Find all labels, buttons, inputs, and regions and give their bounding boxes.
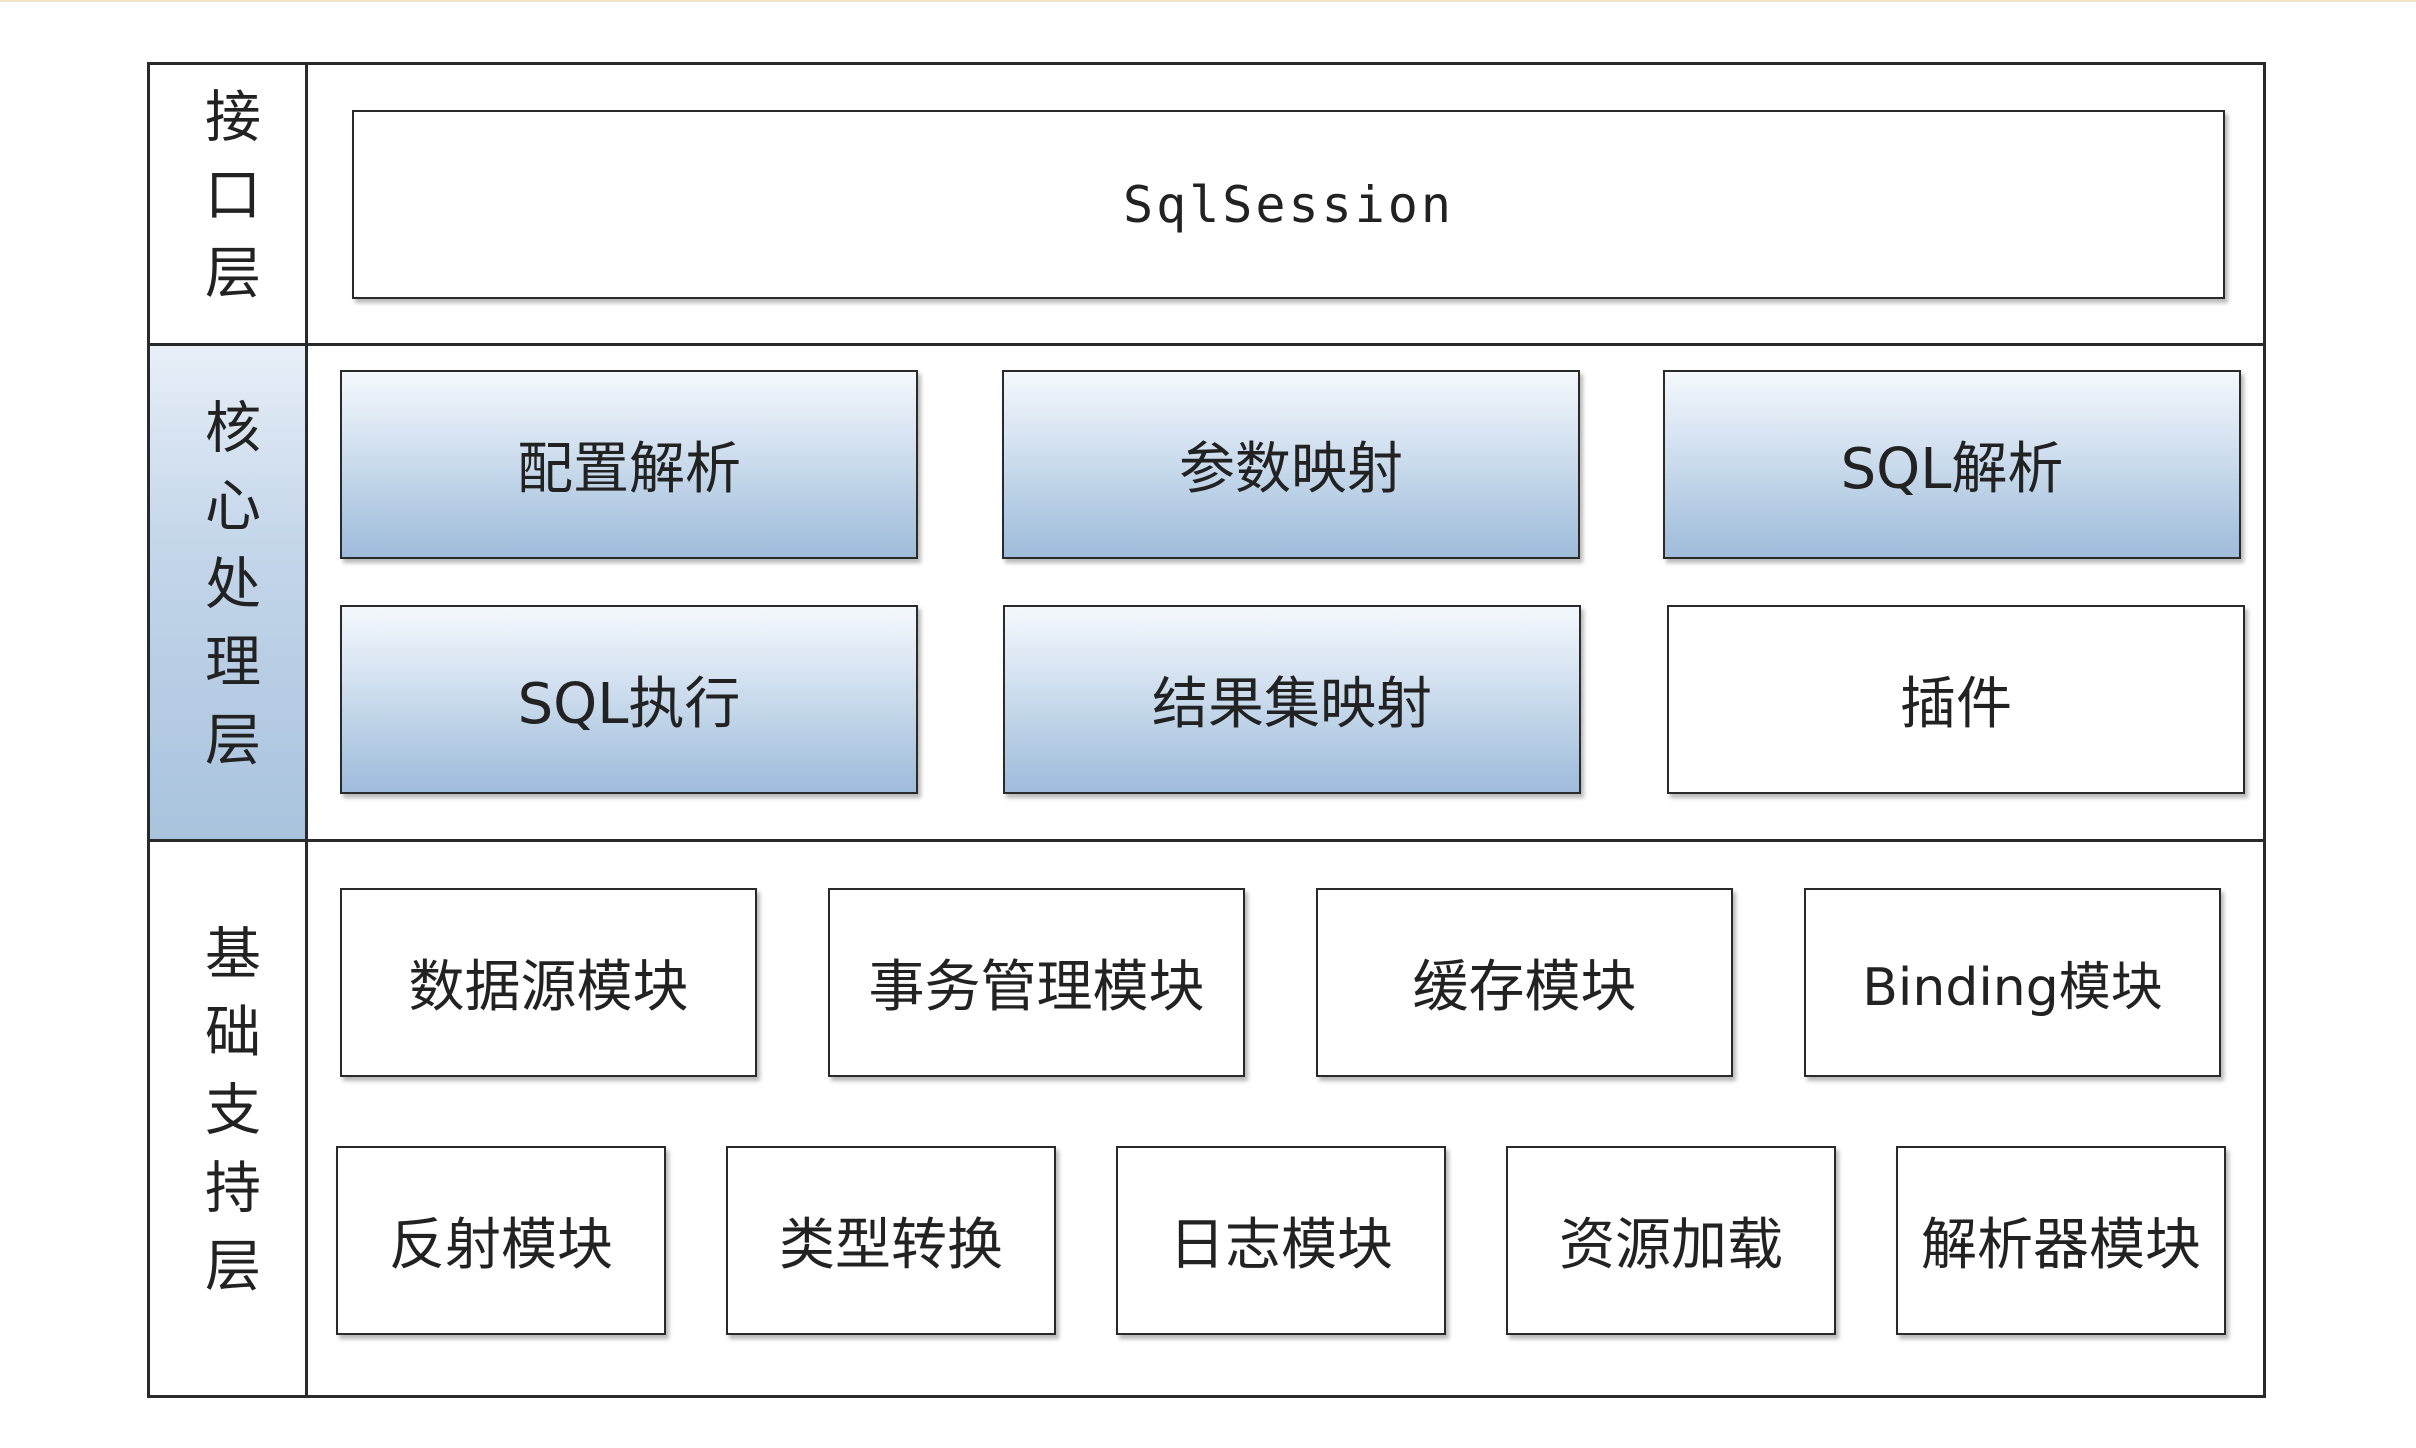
- support-layer-label-text: 基础支持层: [195, 923, 261, 1314]
- module-cache: 缓存模块: [1316, 888, 1733, 1077]
- module-sqlsession: SqlSession: [352, 110, 2225, 299]
- module-config-parsing: 配置解析: [340, 370, 918, 559]
- module-parser: 解析器模块: [1896, 1146, 2226, 1335]
- module-binding: Binding模块: [1804, 888, 2221, 1077]
- module-transaction-management: 事务管理模块: [828, 888, 1245, 1077]
- support-layer-label: 基础支持层: [150, 842, 308, 1395]
- top-rule: [0, 0, 2416, 2]
- module-parameter-mapping: 参数映射: [1002, 370, 1580, 559]
- support-layer: 基础支持层 数据源模块 事务管理模块 缓存模块 Binding模块 反射模块 类…: [150, 842, 2263, 1395]
- module-resource-loading: 资源加载: [1506, 1146, 1836, 1335]
- core-layer-label: 核心处理层: [150, 346, 308, 839]
- module-sql-execution: SQL执行: [340, 605, 918, 794]
- module-datasource: 数据源模块: [340, 888, 757, 1077]
- module-sql-parsing: SQL解析: [1663, 370, 2241, 559]
- module-logging: 日志模块: [1116, 1146, 1446, 1335]
- architecture-diagram: 接口层 SqlSession 核心处理层 配置解析 参数映射 SQL解析 SQL…: [147, 62, 2266, 1398]
- module-resultset-mapping: 结果集映射: [1003, 605, 1581, 794]
- core-layer: 核心处理层 配置解析 参数映射 SQL解析 SQL执行 结果集映射 插件: [150, 346, 2263, 842]
- module-plugin: 插件: [1667, 605, 2245, 794]
- module-type-conversion: 类型转换: [726, 1146, 1056, 1335]
- interface-layer-label-text: 接口层: [195, 87, 261, 321]
- module-reflection: 反射模块: [336, 1146, 666, 1335]
- interface-layer: 接口层 SqlSession: [150, 65, 2263, 346]
- interface-layer-label: 接口层: [150, 65, 308, 343]
- core-layer-label-text: 核心处理层: [195, 397, 261, 788]
